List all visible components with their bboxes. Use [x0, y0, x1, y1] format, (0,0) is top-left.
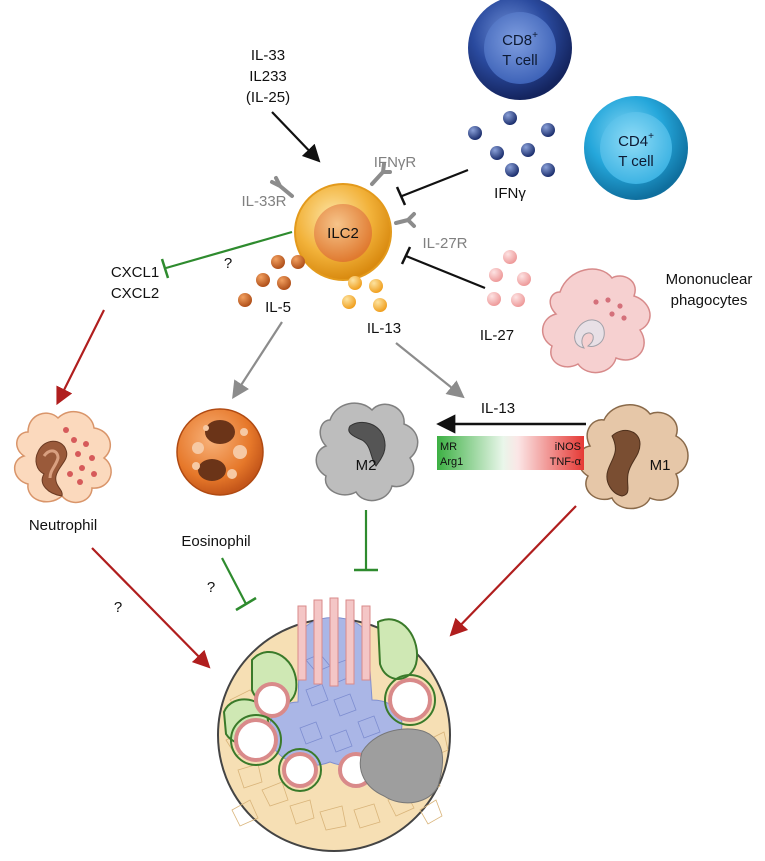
cxcl-to-neutrophil-arrow	[56, 309, 105, 406]
m1-to-tumor-arrow	[449, 505, 577, 637]
cd4-label: CD4+	[618, 131, 654, 150]
ilc2-receptors	[270, 162, 416, 228]
cd4-sub-label: T cell	[618, 153, 654, 170]
mononuclear-label-2: phagocytes	[671, 292, 748, 309]
il27-particles	[487, 250, 531, 307]
cxcl1-label: CXCL1	[111, 264, 159, 281]
il13-particles	[342, 276, 387, 312]
gradient-tnfa-label: TNF-α	[550, 456, 582, 468]
il27-label: IL-27	[480, 327, 514, 344]
cd8-label: CD8+	[502, 30, 538, 49]
polarization-gradient: MR Arg1 iNOS TNF-α	[437, 436, 584, 470]
ifng-inhibit-line	[401, 168, 469, 198]
question-mark-eosinophil: ?	[207, 579, 215, 596]
ifng-inhibit-bar	[395, 186, 407, 206]
gradient-inos-label: iNOS	[555, 441, 581, 453]
cd8-sub-label: T cell	[502, 52, 538, 69]
gradient-mr-label: MR	[440, 441, 457, 453]
eosinophil-label: Eosinophil	[181, 533, 250, 550]
neutrophil-cell	[14, 410, 112, 504]
il33-label: IL-33	[251, 47, 285, 64]
il5-to-eosinophil-arrow	[232, 321, 283, 399]
eosinophil-inhibit-bar	[235, 596, 257, 612]
il13-to-m2-arrow	[395, 342, 465, 399]
il33r-label: IL-33R	[241, 193, 286, 210]
m2-label: M2	[356, 457, 377, 474]
m2-macrophage: M2	[315, 402, 419, 502]
eosinophil-cell	[176, 408, 264, 496]
cxcl2-label: CXCL2	[111, 285, 159, 302]
cytokine-arrow	[271, 111, 321, 163]
cxcl-inhibit-line	[165, 230, 293, 270]
cd8-t-cell: CD8+ T cell	[468, 0, 572, 100]
m1-macrophage: M1	[577, 404, 689, 510]
gradient-arg1-label: Arg1	[440, 456, 463, 468]
il25-label: (IL-25)	[246, 89, 290, 106]
question-mark-neutrophil: ?	[114, 599, 122, 616]
cxcl-inhibit-bar	[160, 258, 170, 279]
m1-label: M1	[650, 457, 671, 474]
mononuclear-phagocyte	[542, 268, 651, 374]
ifng-label: IFNγ	[494, 185, 526, 202]
il27r-label: IL-27R	[422, 235, 467, 252]
ilc2-cell: ILC2	[294, 183, 392, 281]
il233-label: IL233	[249, 68, 287, 85]
il27-inhibit-line	[405, 254, 486, 290]
il27-inhibit-bar	[400, 246, 412, 265]
cd4-t-cell: CD4+ T cell	[584, 96, 688, 200]
ifngr-label: IFNγR	[374, 154, 417, 171]
il5-particles	[238, 255, 305, 307]
neutrophil-to-tumor-arrow	[91, 547, 211, 669]
question-mark-cxcl: ?	[224, 255, 232, 272]
mononuclear-label-1: Mononuclear	[666, 271, 753, 288]
ifng-particles	[468, 111, 555, 177]
il13-label: IL-13	[367, 320, 401, 337]
tissue-section	[217, 597, 451, 852]
neutrophil-label: Neutrophil	[29, 517, 97, 534]
ilc2-label: ILC2	[327, 225, 359, 242]
eosinophil-inhibit-line	[221, 557, 247, 605]
il5-label: IL-5	[265, 299, 291, 316]
il13-arrow-label: IL-13	[481, 400, 515, 417]
